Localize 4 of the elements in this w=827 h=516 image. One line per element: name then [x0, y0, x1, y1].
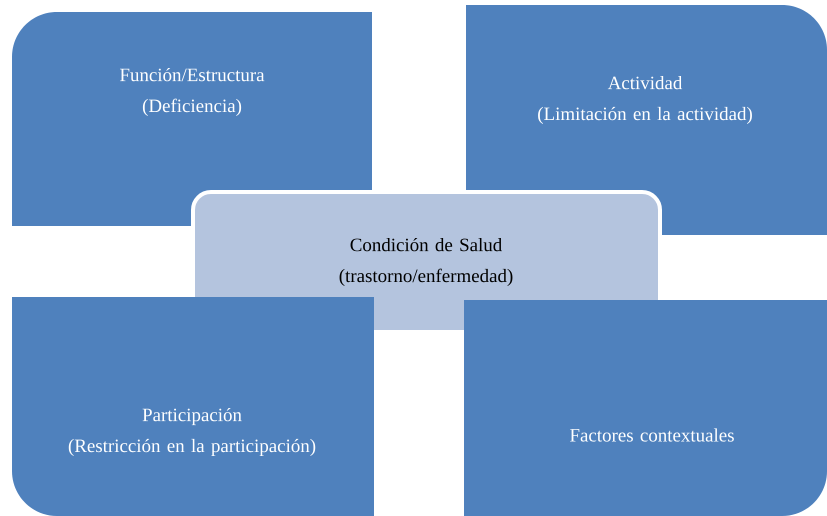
quadrant-box: Participación (Restricción en la participación) [12, 297, 374, 516]
quadrant-box: Función/Estructura (Deficiencia) [12, 12, 372, 226]
quadrant-box: Actividad (Limitación en la actividad) [466, 5, 827, 235]
quadrant-box: Factores contextuales [464, 300, 827, 516]
